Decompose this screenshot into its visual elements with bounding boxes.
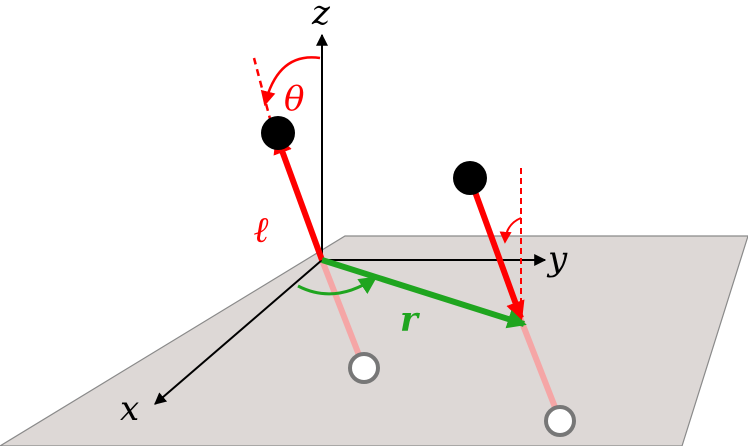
rod-left bbox=[273, 134, 325, 262]
shadow-bob-left bbox=[348, 352, 380, 384]
rod-right bbox=[467, 176, 525, 321]
z-axis-label: z bbox=[311, 0, 331, 33]
x-axis-label: x bbox=[120, 389, 139, 429]
phi-arc bbox=[297, 276, 378, 296]
y-axis-label: y bbox=[546, 239, 568, 279]
rod-shadow-right bbox=[518, 317, 563, 423]
theta-arc bbox=[260, 56, 321, 107]
rod-shadow-left bbox=[319, 257, 367, 371]
x-axis bbox=[154, 259, 323, 405]
ground-plane bbox=[0, 235, 748, 446]
theta-label: θ bbox=[284, 79, 304, 119]
r-label: r bbox=[400, 300, 420, 340]
bob-left bbox=[261, 116, 295, 150]
ell-label: ℓ bbox=[254, 209, 269, 251]
r-vector bbox=[321, 257, 527, 329]
shadow-bob-right bbox=[544, 405, 576, 437]
bob-right bbox=[453, 161, 487, 195]
right-angle-arc bbox=[499, 217, 522, 244]
